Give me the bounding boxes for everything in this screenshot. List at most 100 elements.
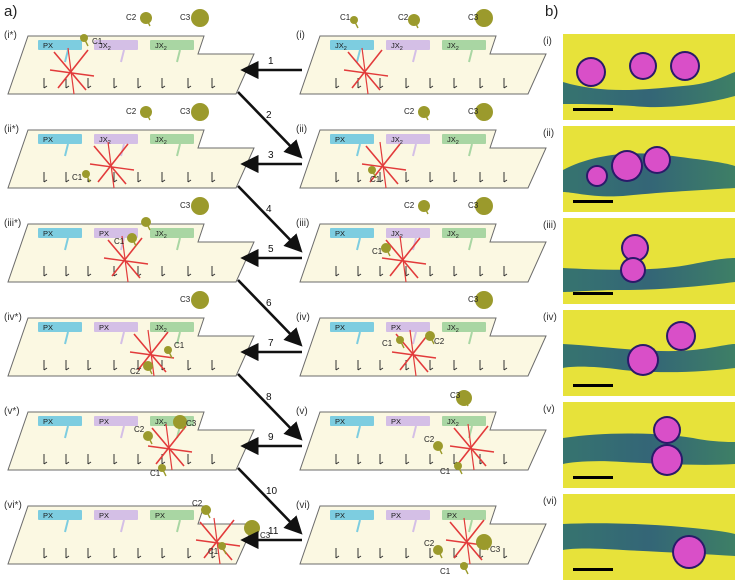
footing-mark [161, 461, 166, 465]
walker-strand [199, 521, 233, 561]
walker-strand [449, 445, 495, 453]
footing-mark [43, 85, 48, 89]
footing-mark [113, 461, 118, 465]
strand-tag-label: JX2 [447, 417, 459, 428]
micrograph-2: (ii) [543, 126, 735, 212]
footing-mark [335, 367, 340, 371]
cargo-particle [191, 9, 209, 27]
walker-strand [409, 329, 417, 377]
cargo-particle [418, 106, 430, 118]
strand-tag-tail [64, 425, 69, 439]
footing-mark [161, 179, 166, 183]
panel-b-label: b) [545, 3, 558, 20]
footing-mark [65, 367, 70, 371]
strand-tag-label: PX [391, 323, 401, 332]
footing-mark [429, 555, 434, 559]
footing-mark [211, 179, 216, 183]
footing-mark [137, 179, 142, 183]
micrograph-1: (i) [543, 34, 735, 120]
walker-strand [379, 141, 387, 189]
cargo-label: C1 [340, 13, 351, 22]
stage-label: (iv*) [4, 312, 22, 323]
strand-tag [38, 322, 82, 332]
footing-mark [113, 555, 118, 559]
walker-strand [381, 257, 427, 265]
step-arrow-diagonal [237, 467, 303, 535]
footing-mark [187, 555, 192, 559]
strand-tag-tail [468, 143, 473, 157]
strand-tag [150, 322, 194, 332]
footing-mark [137, 85, 142, 89]
walker-strand [67, 47, 75, 95]
footing-mark [379, 461, 384, 465]
cargo-particle [143, 361, 153, 371]
strand-tag [386, 228, 430, 238]
walker-strand [203, 519, 235, 559]
strand-tag [386, 510, 430, 520]
strand-tag-label: JX2 [155, 323, 167, 334]
cargo-label: C1 [72, 173, 83, 182]
walker-strand [165, 423, 173, 471]
cargo-particle [475, 197, 493, 215]
footing-mark [405, 273, 410, 277]
walker-strand [399, 235, 407, 283]
cargo-particle [143, 431, 153, 441]
stage-label: (i*) [4, 30, 17, 41]
cargo-particle [141, 217, 151, 227]
footing-mark [113, 273, 118, 277]
strand-tag-tail [356, 519, 361, 533]
walker-strand [385, 239, 419, 279]
stage-label: (iii) [296, 218, 309, 229]
strand-tag-tail [356, 425, 361, 439]
strand-tag [386, 134, 430, 144]
stage-label: (vi) [296, 500, 310, 511]
walker-strand [53, 51, 87, 91]
stage-label: (ii*) [4, 124, 19, 135]
footing-mark [503, 367, 508, 371]
strand-tag [150, 40, 194, 50]
walker-strand [147, 329, 155, 377]
stage-label: (vi*) [4, 500, 22, 511]
strand-tag-tail [64, 237, 69, 251]
strand-tag-tail [412, 143, 417, 157]
walker-strand [111, 237, 143, 277]
strand-tag-label: JX2 [447, 41, 459, 52]
step-number: 2 [266, 110, 272, 121]
strand-tag [150, 228, 194, 238]
nanoparticle [655, 418, 679, 442]
strand-tag [150, 510, 194, 520]
walker-strand [391, 351, 437, 359]
strand-tag [94, 134, 138, 144]
footing-mark [503, 273, 508, 277]
strand-tag-label: PX [447, 511, 457, 520]
strand-tag-tail [468, 237, 473, 251]
cargo-label: C1 [92, 37, 103, 46]
strand-tag [442, 416, 486, 426]
cargo-particle [140, 106, 152, 118]
dna-band [563, 153, 735, 197]
strand-tag-label: PX [335, 417, 345, 426]
strand-tag-label: PX [335, 229, 345, 238]
step-number: 5 [268, 244, 274, 255]
dna-origami-platform [7, 317, 255, 377]
cargo-particle [80, 34, 88, 42]
strand-tag-label: JX2 [99, 41, 111, 52]
cargo-label: C3 [186, 419, 197, 428]
cargo-label: C1 [174, 341, 185, 350]
cargo-particle [368, 166, 376, 174]
footing-mark [357, 367, 362, 371]
cargo-label: C3 [180, 201, 191, 210]
scale-bar [573, 108, 613, 111]
footing-mark [335, 555, 340, 559]
cargo-particle [396, 336, 404, 344]
footing-mark [335, 179, 340, 183]
cargo-particle [82, 170, 90, 178]
cargo-label: C2 [126, 13, 137, 22]
panel-a-label: a) [4, 3, 17, 20]
footing-mark [379, 555, 384, 559]
step-number: 11 [268, 526, 279, 537]
micrograph-label: (iv) [543, 312, 557, 323]
strand-tag [442, 134, 486, 144]
